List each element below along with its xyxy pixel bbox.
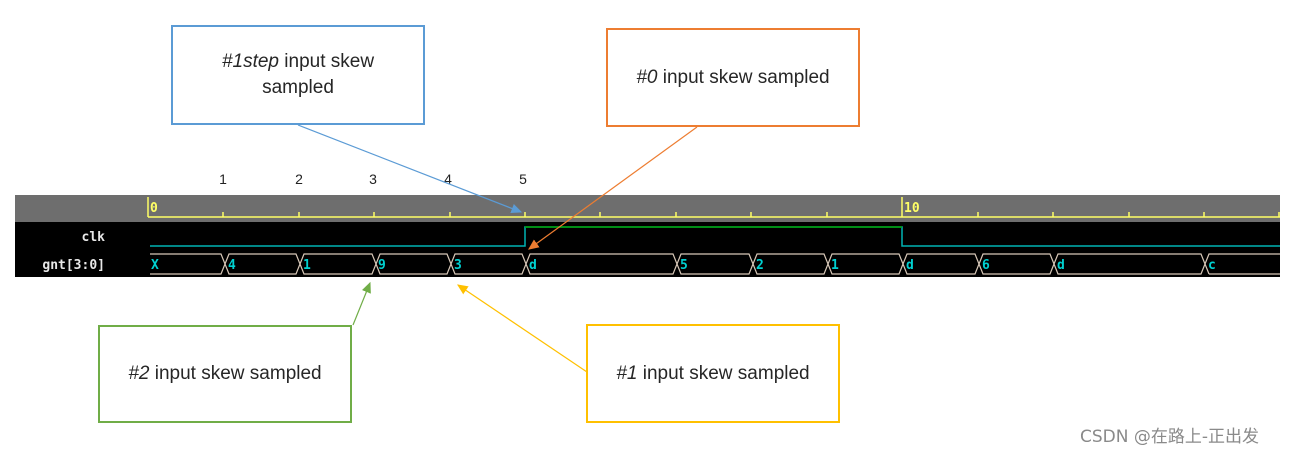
bus-value: 4 <box>228 258 236 273</box>
signal-name-clk[interactable]: clk <box>81 230 105 245</box>
callout-keyword: #1 <box>616 362 638 384</box>
callout-text: input skew sampled <box>149 363 322 384</box>
arrow-1step <box>297 124 523 213</box>
callout-0: #0 input skew sampled <box>606 28 860 127</box>
watermark: CSDN @在路上-正出发 <box>1080 427 1260 447</box>
bus-value: d <box>1057 258 1065 273</box>
callout-text-line2: sampled <box>262 77 334 98</box>
ruler-minor-ticks <box>222 212 1280 217</box>
time-marker-5: 5 <box>519 171 527 187</box>
bus-value: 5 <box>680 258 688 273</box>
signal-name-gnt[interactable]: gnt[3:0] <box>42 258 105 273</box>
callout-text: input skew sampled <box>657 66 830 88</box>
bus-value: c <box>1208 258 1216 273</box>
bus-value: 1 <box>303 258 311 273</box>
bus-value: X <box>151 258 159 273</box>
arrow-2 <box>352 281 371 326</box>
callout-keyword: #2 <box>128 363 150 384</box>
bus-value: 6 <box>982 258 990 273</box>
callout-2: #2 input skew sampled <box>98 325 352 423</box>
gnt-bus-waveform <box>150 253 1280 275</box>
callout-1: #1 input skew sampled <box>586 324 840 423</box>
arrow-1 <box>457 284 588 373</box>
bus-value: d <box>906 258 914 273</box>
time-marker-1: 1 <box>219 171 227 187</box>
bus-value: 9 <box>378 258 386 273</box>
time-marker-4: 4 <box>444 171 452 187</box>
clk-waveform <box>150 226 1280 247</box>
time-marker-3: 3 <box>369 171 377 187</box>
arrow-0 <box>528 126 698 250</box>
callout-1step: #1step input skew sampled <box>171 25 425 125</box>
bus-value: d <box>529 258 537 273</box>
callout-text: input skew sampled <box>637 362 810 384</box>
callout-keyword: #0 <box>636 66 658 88</box>
time-marker-2: 2 <box>295 171 303 187</box>
gnt-bus-values: X 4 1 9 3 d 5 2 1 d 6 d c <box>151 258 1216 273</box>
ruler-label-10: 10 <box>904 201 920 216</box>
ruler-label-0: 0 <box>150 201 158 216</box>
bus-value: 2 <box>756 258 764 273</box>
bus-value: 3 <box>454 258 462 273</box>
callout-text: input skew <box>279 51 375 72</box>
callout-keyword: #1step <box>221 51 279 72</box>
bus-value: 1 <box>831 258 839 273</box>
